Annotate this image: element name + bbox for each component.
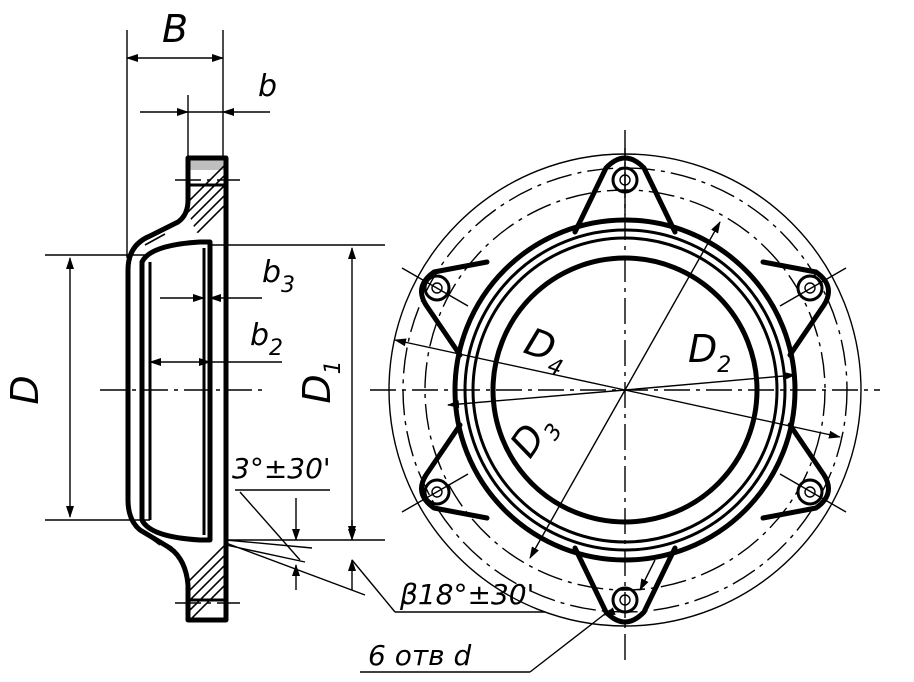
label-D: D (3, 375, 47, 404)
label-D2: D2 (688, 327, 731, 378)
label-b3: b3 (262, 255, 295, 298)
label-holes: 6 отв d (368, 639, 472, 672)
label-D1: D1 (295, 360, 346, 403)
front-view (360, 130, 880, 673)
label-b: b (258, 69, 277, 104)
label-b2: b2 (250, 318, 283, 361)
label-angle-3: 3°±30' (232, 452, 331, 485)
section-view (45, 30, 545, 623)
bolt-holes (423, 166, 824, 614)
dimension-labels: B b b3 b2 D D1 3°±30' β18°±30' 6 отв d D… (3, 7, 731, 672)
label-angle-18: β18°±30' (399, 578, 534, 611)
label-B: B (162, 7, 188, 51)
label-D4: D4 (517, 319, 575, 382)
